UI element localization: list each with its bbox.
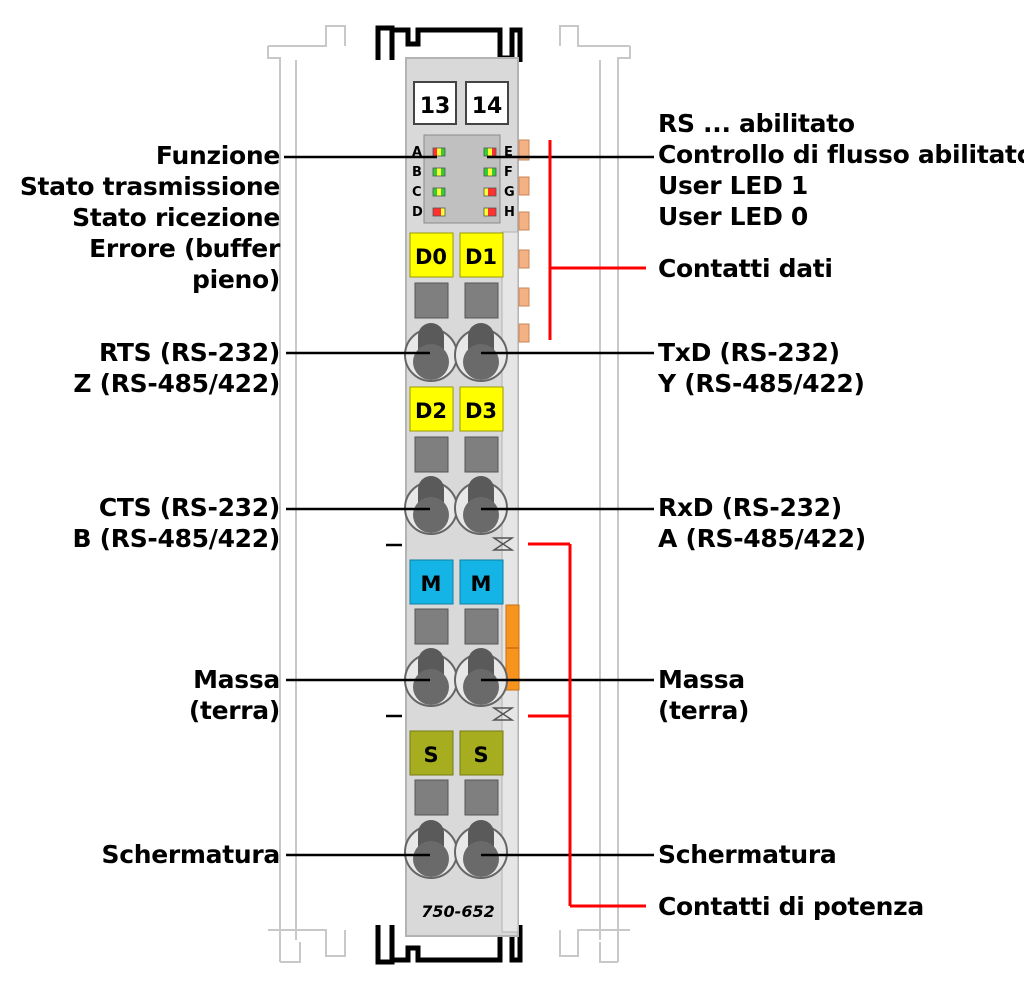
label-controllo-flusso: Controllo di flusso abilitato [658,140,1024,169]
wire-slot [464,779,499,816]
label-shield-left: Schermatura [101,839,281,870]
clamp-row-4[interactable] [404,820,508,879]
terminal-tag-14-text: 14 [472,94,503,119]
led-letter-d: D [412,205,423,220]
contact-label-s-left: S [423,743,438,767]
top-clip [375,25,523,62]
label-user-led-1: User LED 1 [658,171,809,200]
label-stato-trasmissione: Stato trasmissione [19,172,280,201]
label-contatti-potenza: Contatti di potenza [658,892,924,921]
label-funzione: Funzione [155,141,280,170]
contact-row-data-2: D2 D3 [409,386,504,473]
led-letter-b: B [412,165,422,180]
led-letter-e: E [504,145,513,160]
label-massa-left: Massa [193,665,280,694]
led-letter-g: G [504,185,515,200]
contact-label-d0: D0 [415,245,447,269]
label-ground-right: Massa (terra) [658,664,749,726]
label-power-contacts: Contatti di potenza [658,891,924,922]
contact-row-ground: M M [409,559,504,645]
label-pieno: pieno) [191,265,280,294]
led-h-indicator [483,207,497,217]
label-stato-ricezione: Stato ricezione [72,203,280,232]
wire-slot [464,282,499,319]
power-contact-marker-lower [491,707,515,721]
wire-slot [414,282,449,319]
contact-row-data-1: D0 D1 [409,232,504,319]
led-a-indicator [432,147,446,157]
label-errore-buffer: Errore (buffer [89,234,280,263]
label-cts: CTS (RS-232) B (RS-485/422) [72,492,280,554]
wire-slot [464,608,499,645]
power-contacts-bracket [528,542,646,908]
label-rts-232: RTS (RS-232) [99,338,280,367]
contact-label-d1: D1 [465,245,497,269]
wire-slot [414,779,449,816]
led-f-indicator [483,167,497,177]
contact-row-shield: S S [409,730,504,816]
label-ground-left: Massa (terra) [189,664,280,726]
led-e-indicator [483,147,497,157]
label-massa-right: Massa [658,665,745,694]
label-user-led-0: User LED 0 [658,202,809,231]
terminal-tag-13 [413,81,457,125]
led-letter-f: F [504,165,513,180]
contact-label-d2: D2 [415,399,447,423]
terminal-tag-14 [465,81,509,125]
led-b-indicator [432,167,446,177]
data-contact-pads [518,139,530,343]
module-side-strip [501,231,519,933]
power-contact-marker-upper [491,537,515,551]
led-letter-h: H [504,205,515,220]
label-led-functions-right: RS ... abilitato Controllo di flusso abi… [658,108,1024,232]
clamp-row-2[interactable] [404,476,508,535]
wire-slot [414,608,449,645]
contact-label-s-right: S [473,743,488,767]
wire-slot [414,436,449,473]
contact-label-d3: D3 [465,399,497,423]
label-terra-left: (terra) [188,696,280,725]
contact-label-m-left: M [421,572,442,596]
terminal-tag-13-text: 13 [420,94,451,119]
data-contacts-bracket [548,140,646,340]
label-a-485: A (RS-485/422) [658,524,866,553]
bottom-clip [375,925,523,965]
label-z-485: Z (RS-485/422) [73,369,280,398]
led-c-indicator [432,187,446,197]
label-b-485: B (RS-485/422) [72,524,280,553]
label-txd-232: TxD (RS-232) [658,338,840,367]
label-rxd: RxD (RS-232) A (RS-485/422) [658,492,866,554]
label-terra-right: (terra) [658,696,750,725]
label-cts-232: CTS (RS-232) [98,493,280,522]
led-g-indicator [483,187,497,197]
ghost-rail-outline [267,25,631,963]
label-shield-right: Schermatura [658,839,837,870]
terminal-number-tags: 13 14 [413,81,509,125]
led-letter-c: C [412,185,422,200]
label-y-485: Y (RS-485/422) [658,369,865,398]
led-d-indicator [432,207,446,217]
label-schermatura-right: Schermatura [658,840,837,869]
label-rts: RTS (RS-232) Z (RS-485/422) [73,337,280,399]
led-panel: A B C D E F G H [412,134,515,224]
led-letter-a: A [412,145,422,160]
led-indicators [432,147,497,217]
label-txd: TxD (RS-232) Y (RS-485/422) [658,337,865,399]
part-number: 750-652 [421,902,494,921]
contact-label-m-right: M [471,572,492,596]
wire-slot [464,436,499,473]
label-led-functions: Funzione Stato trasmissione Stato ricezi… [20,140,280,295]
label-rs-abilitato: RS ... abilitato [658,109,855,138]
label-schermatura-left: Schermatura [101,840,281,869]
label-rxd-232: RxD (RS-232) [658,493,842,522]
leader-lines [284,155,654,857]
label-data-contacts: Contatti dati [658,253,833,284]
label-contatti-dati: Contatti dati [658,254,833,283]
